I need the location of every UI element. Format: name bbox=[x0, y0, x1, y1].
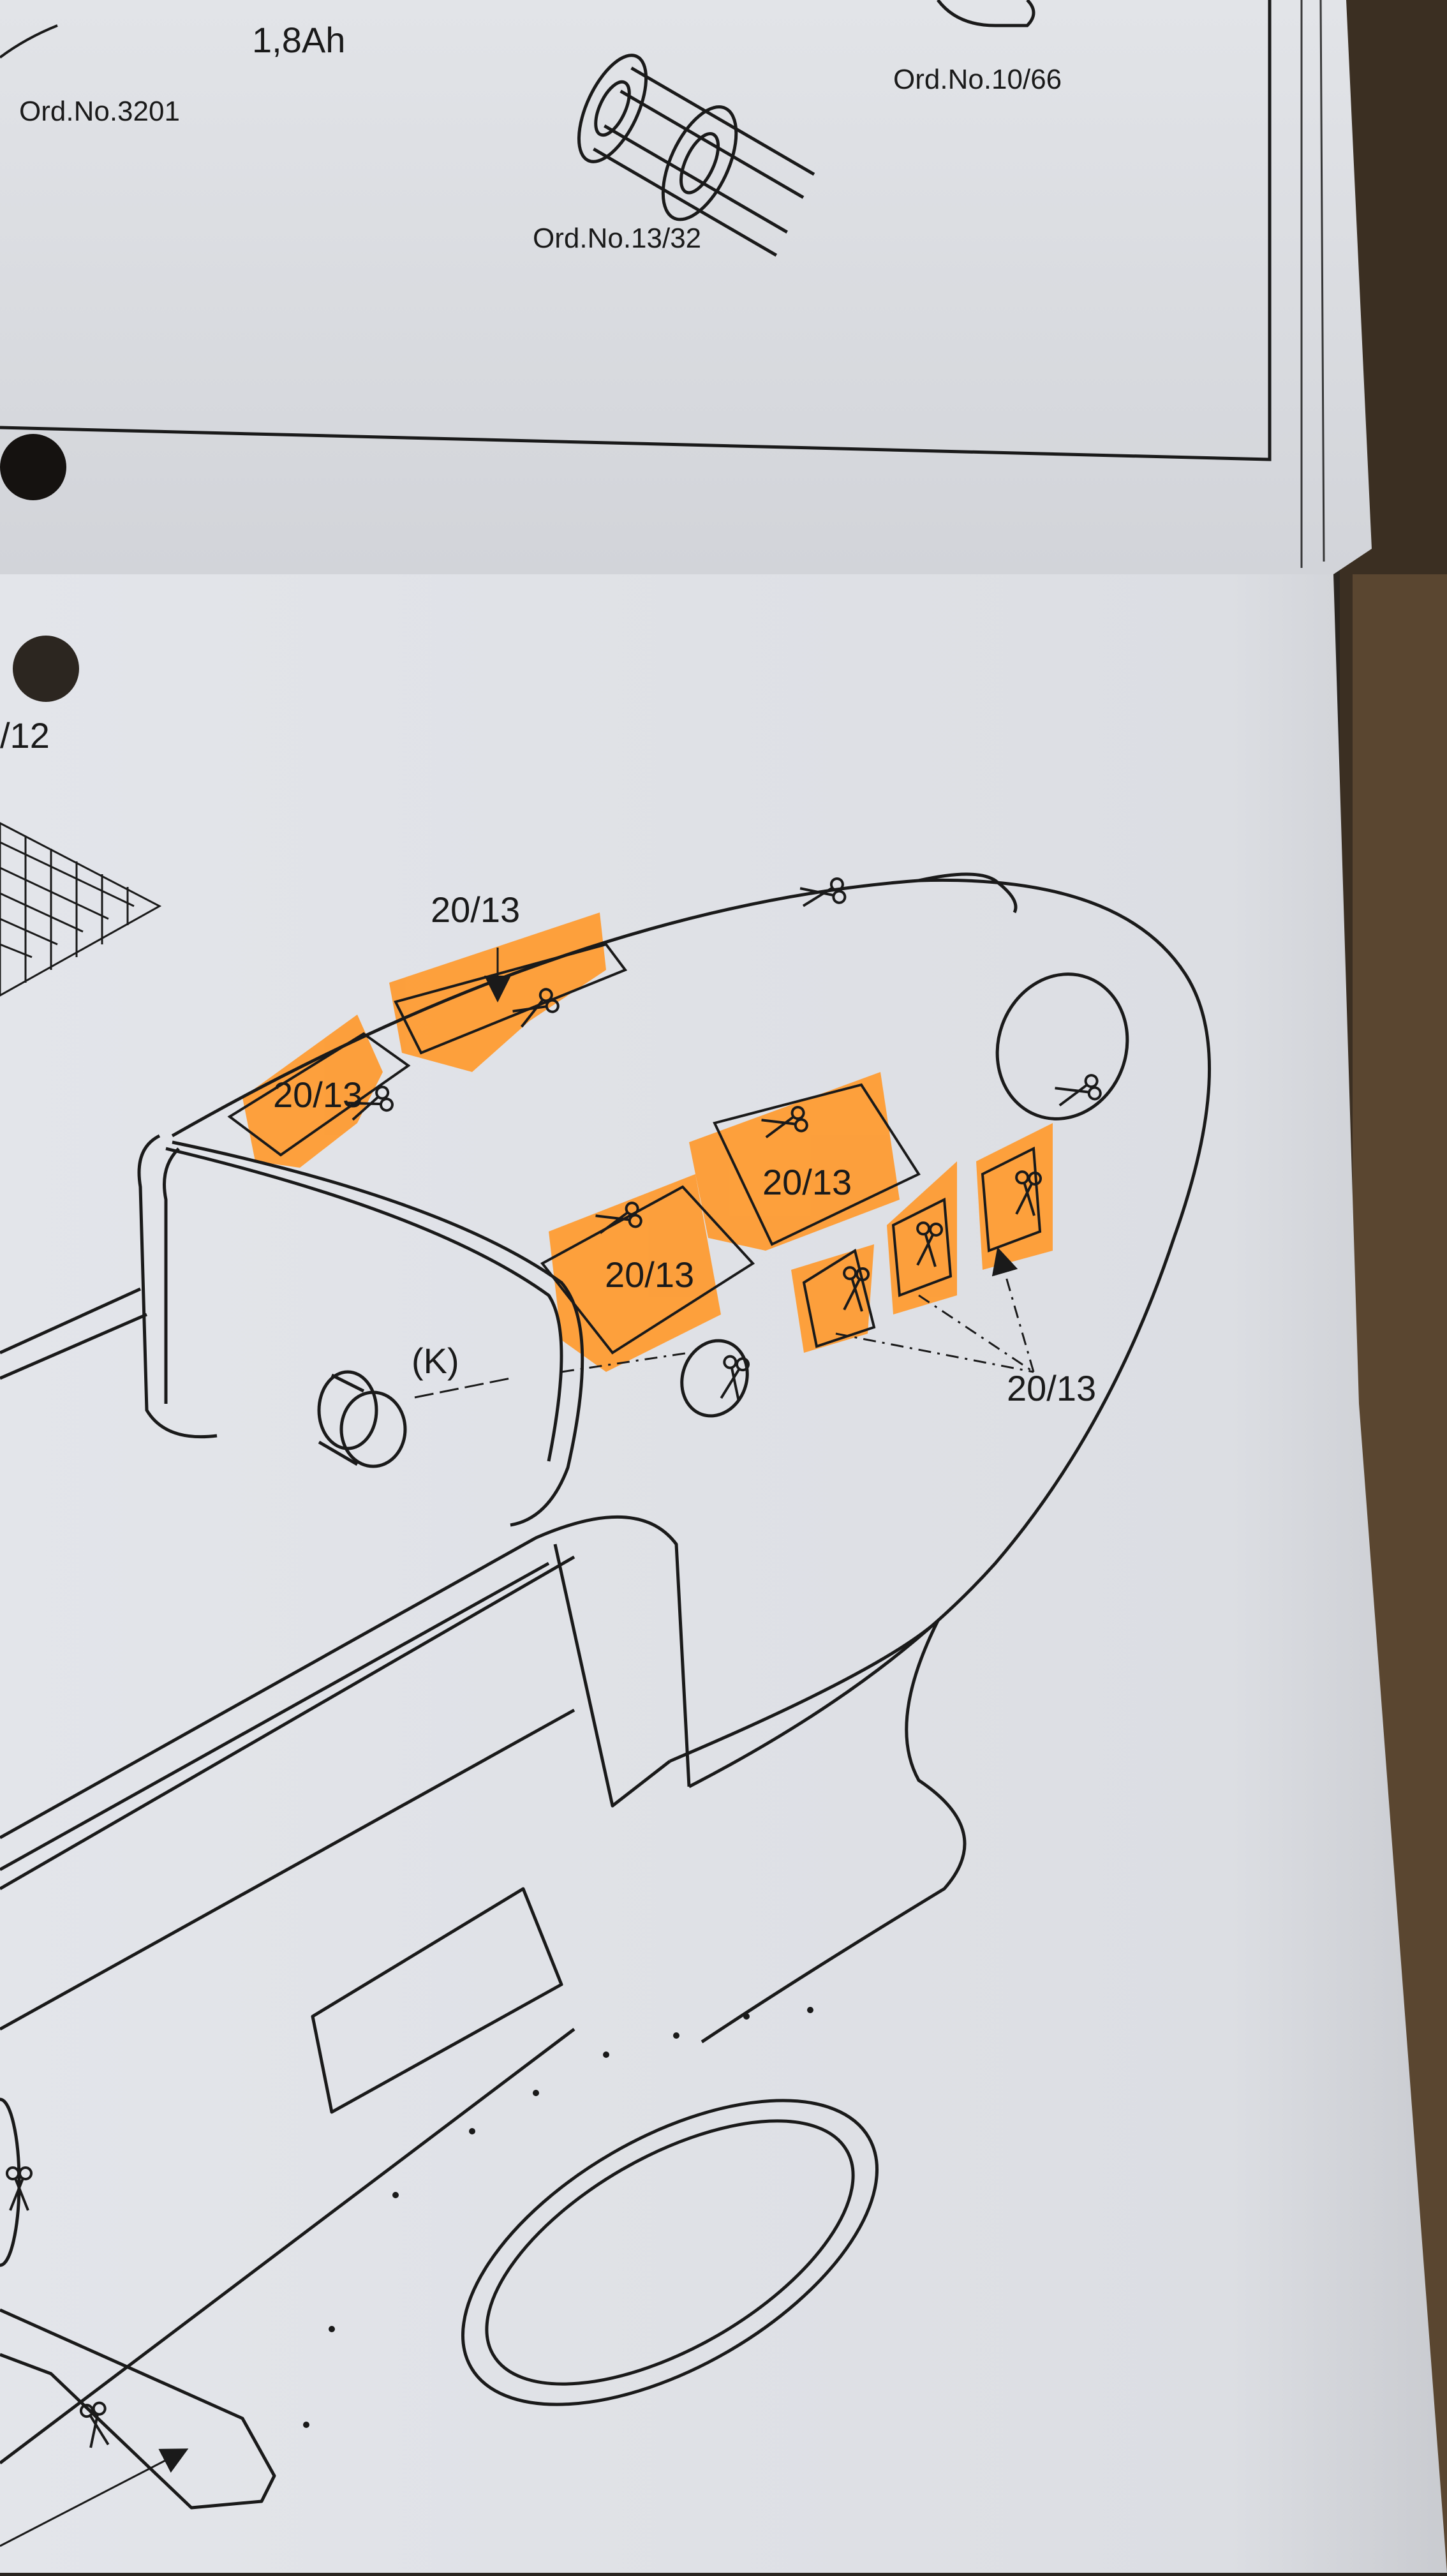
part-label-right: 20/13 bbox=[1007, 1368, 1097, 1408]
punch-hole-icon bbox=[13, 636, 79, 702]
part-label-lower: 20/13 bbox=[605, 1254, 695, 1295]
order-number-left: Ord.No.3201 bbox=[19, 96, 180, 127]
part-label-left: 20/13 bbox=[273, 1075, 363, 1115]
order-number-middle: Ord.No.13/32 bbox=[533, 223, 702, 254]
panel-top bbox=[394, 942, 628, 1055]
rivet-dots bbox=[303, 2007, 813, 2428]
lower-page bbox=[0, 574, 1447, 2573]
panel-small-3 bbox=[981, 1146, 1042, 1253]
upper-page bbox=[0, 0, 1372, 574]
cylinder-part-icon bbox=[937, 0, 1035, 27]
punch-hole-icon bbox=[0, 434, 66, 500]
part-label-center: 20/13 bbox=[762, 1162, 852, 1202]
order-number-right: Ord.No.10/66 bbox=[893, 64, 1062, 95]
mesh-pattern bbox=[0, 822, 162, 997]
detail-marker-k: (K) bbox=[412, 1341, 459, 1381]
screw-assembly-icon bbox=[577, 54, 815, 257]
highlighter-marks bbox=[242, 912, 1053, 1372]
part-label-top: 20/13 bbox=[431, 890, 521, 930]
page-reference-label: /12 bbox=[0, 715, 50, 756]
panel-small-1 bbox=[802, 1248, 876, 1348]
battery-capacity-label: 1,8Ah bbox=[252, 20, 346, 60]
panel-center bbox=[713, 1083, 921, 1246]
panel-left bbox=[227, 1032, 411, 1157]
fuselage-drawing bbox=[0, 872, 1212, 2510]
panel-small-2 bbox=[891, 1197, 953, 1297]
